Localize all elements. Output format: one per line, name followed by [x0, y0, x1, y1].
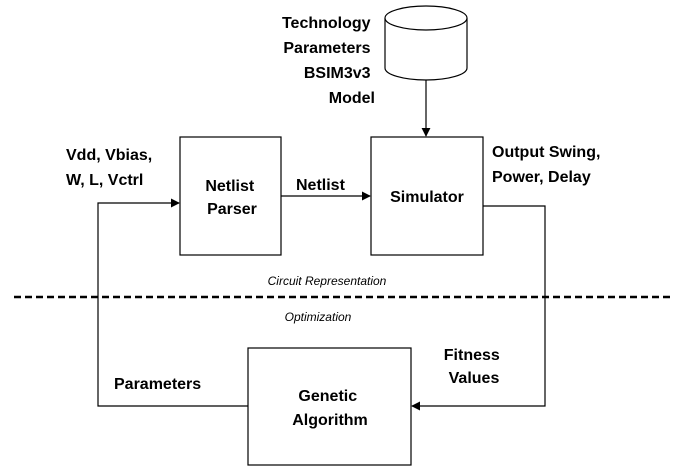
netlist-parser-box [179, 136, 282, 256]
netlist-parser-label: Netlist Parser [205, 178, 258, 218]
parameters-arrow [97, 198, 248, 407]
optimization-label: Optimization [285, 310, 352, 324]
fitness-arrow [411, 205, 546, 411]
design-variables-label: Vdd, Vbias, W, L, Vctrl [66, 147, 157, 189]
netlist-edge-label: Netlist [296, 177, 346, 194]
circuit-representation-label: Circuit Representation [268, 274, 387, 288]
simulator-box [370, 136, 484, 256]
technology-database [384, 5, 468, 81]
simulator-label: Simulator [390, 189, 464, 206]
fitness-values-label: Fitness Values [444, 347, 504, 387]
outputs-label: Output Swing, Power, Delay [492, 144, 605, 186]
database-label: Technology Parameters BSIM3v3 Model [282, 15, 375, 107]
parameters-edge-label: Parameters [114, 376, 201, 393]
genetic-algorithm-label: Genetic Algorithm [292, 388, 368, 429]
genetic-algorithm-box [247, 347, 412, 466]
